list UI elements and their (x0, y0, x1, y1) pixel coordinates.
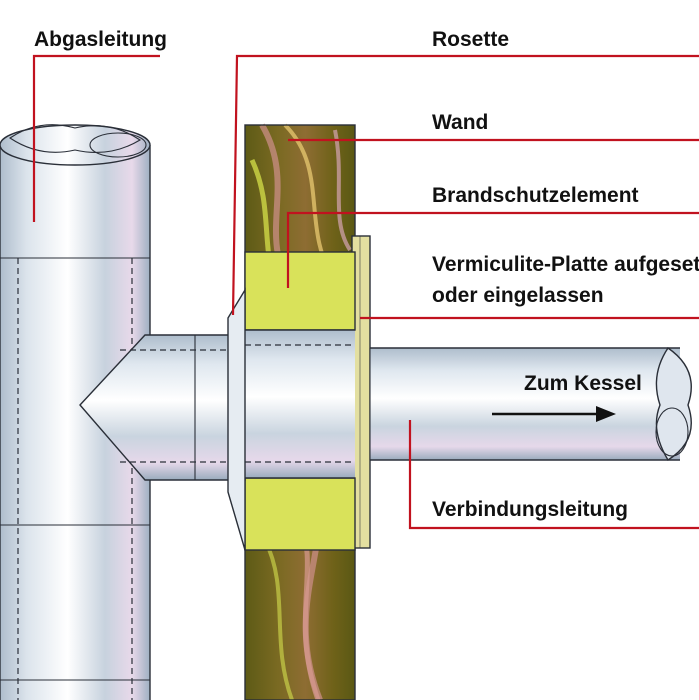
leader-verbindungsleitung (408, 420, 699, 530)
connection-pipe (79, 329, 692, 481)
label-abgasleitung: Abgasleitung (34, 28, 167, 51)
leader-rosette (231, 54, 699, 316)
label-rosette: Rosette (432, 28, 509, 51)
leader-brandschutz (286, 211, 699, 288)
label-verbindungsleitung: Verbindungsleitung (432, 498, 628, 521)
label-wand: Wand (432, 111, 488, 134)
fire-protection-element (244, 251, 356, 551)
arrow-right-icon (492, 406, 616, 422)
label-brandschutzelement: Brandschutzelement (432, 184, 639, 207)
rosette (227, 287, 246, 551)
label-vermiculite-line1: Vermiculite-Platte aufgesetzt (432, 253, 699, 276)
label-zum-kessel: Zum Kessel (524, 372, 642, 395)
leader-lines (32, 54, 699, 530)
leader-abgasleitung (32, 54, 160, 222)
label-vermiculite-line2: oder eingelassen (432, 284, 604, 307)
